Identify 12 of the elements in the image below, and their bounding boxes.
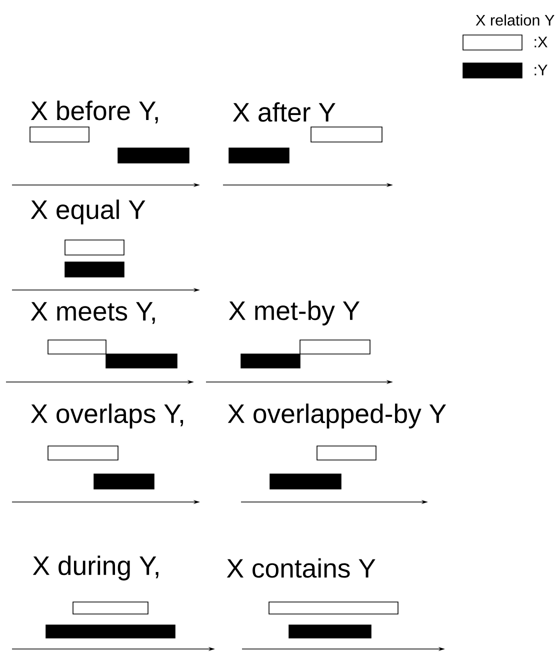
relation-label: X met-by Y	[228, 300, 360, 326]
legend-label: :Y	[534, 64, 548, 76]
relation-label: X overlaps Y,	[30, 404, 184, 428]
relation-label: X meets Y,	[30, 302, 155, 324]
relation-label: X during Y,	[32, 556, 158, 580]
legend-title: X relation Y	[476, 14, 554, 26]
relation-label: X after Y	[232, 102, 336, 122]
relation-label: X contains Y	[226, 558, 376, 578]
relation-label: X overlapped-by Y	[228, 404, 446, 428]
relation-label: X equal Y	[30, 200, 146, 224]
relation-label: X before Y,	[30, 100, 158, 124]
legend-label: :X	[534, 36, 548, 48]
